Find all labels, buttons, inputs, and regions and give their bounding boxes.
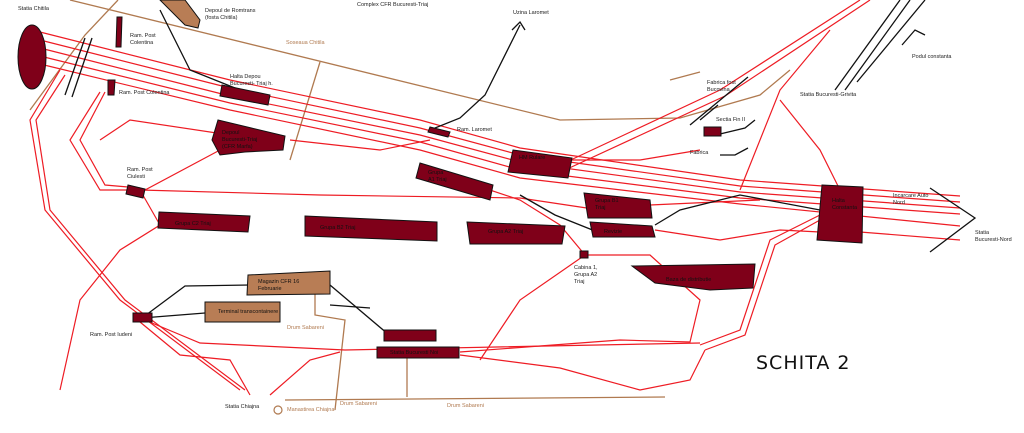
- label-line: Statia: [975, 230, 990, 236]
- label-line: Magazin CFR 16: [258, 279, 300, 285]
- label-line: Bucuresti-Nord: [975, 237, 1012, 243]
- label-ram-iudeni: Ram. Post Iudeni: [90, 332, 133, 338]
- label-manastirea-chiajna: Manastirea Chiajna: [287, 407, 335, 413]
- label-terminal: Terminal transcontainere: [218, 309, 279, 315]
- roads: [29, 0, 791, 411]
- label-podul-constanta: Podul constanta: [912, 54, 952, 60]
- label-line: Cabina 1,: [574, 265, 598, 271]
- label-line: Ram. Post: [130, 33, 156, 39]
- label-line: A1 Triaj: [428, 177, 447, 183]
- buildings: [17, 0, 864, 415]
- label-depou-romtrans: Depoul de Romtrans(fosta Chitila): [205, 8, 255, 22]
- label-line: Bucovina: [707, 87, 730, 93]
- label-ram-laromet: Ram. Laromet: [457, 127, 492, 133]
- label-soseaua-chitila: Soseaua Chitila: [286, 40, 325, 46]
- label-complex-cfr: Complex CFR Bucuresti-Triaj: [357, 2, 429, 8]
- label-grupa-b2: Grupa B2 Triaj: [320, 225, 356, 231]
- label-line: Ciulesti: [127, 174, 146, 180]
- label-statia-chitila: Statia Chitila: [18, 6, 49, 12]
- label-line: Halta: [832, 198, 845, 204]
- label-line: Grupa: [428, 170, 444, 176]
- label-line: Nord: [893, 200, 905, 206]
- label-line: Ram. Post: [127, 167, 153, 173]
- label-line: Grupa A2: [574, 272, 598, 278]
- sketch-title: SCHITA 2: [756, 352, 851, 374]
- label-uzina-laromet: Uzina Laromet: [513, 10, 549, 16]
- label-line: (CFR Marfa): [222, 144, 253, 150]
- label-drum-sabareni-1: Drum Sabareni: [287, 325, 324, 331]
- label-grupa-a2: Grupa A2 Triaj: [488, 229, 524, 235]
- label-line: Incarcare Auto: [893, 193, 929, 199]
- label-hm-rulare: HM Rulare: [519, 155, 546, 161]
- label-revizie: Revizie: [604, 229, 623, 235]
- label-baza-distributie: Baza de distributie: [666, 277, 712, 283]
- label-line: (fosta Chitila): [205, 15, 238, 21]
- label-line: Depoul: [222, 130, 240, 136]
- sidings: [64, 0, 977, 341]
- label-line: Colentina: [130, 40, 154, 46]
- label-line: Depoul de Romtrans: [205, 8, 256, 14]
- label-line: Fabrica fost: [707, 80, 736, 86]
- label-line: Bucuresti- Triaj h.: [230, 81, 273, 87]
- label-drum-sabareni-2: Drum Sabareni: [340, 401, 377, 407]
- label-line: Triaj: [595, 205, 606, 211]
- label-statia-chiajna: Statia Chiajna: [225, 404, 260, 410]
- label-drum-sabareni-3: Drum Sabareni: [447, 403, 484, 409]
- label-ram-colentina-2: Ram. Post Colentina: [119, 90, 170, 96]
- label-statia-bucuresti-noi: Statia Bucuresti Noi: [390, 350, 439, 356]
- label-line: Februarie: [258, 286, 282, 292]
- label-grupa-c2: Grupa C2 Triaj: [175, 221, 211, 227]
- label-line: Triaj: [574, 279, 585, 285]
- label-sectia-fin: Sectia Fin II: [716, 117, 746, 123]
- label-line: Grupa B1: [595, 198, 619, 204]
- label-statia-grivita: Statia Bucuresti-Grivita: [800, 92, 857, 98]
- label-fabrica: Fabrica: [690, 150, 709, 156]
- label-line: Constanta: [832, 205, 858, 211]
- label-line: Bucuresti-Triaj: [222, 137, 258, 143]
- label-line: Halta Depou: [230, 74, 261, 80]
